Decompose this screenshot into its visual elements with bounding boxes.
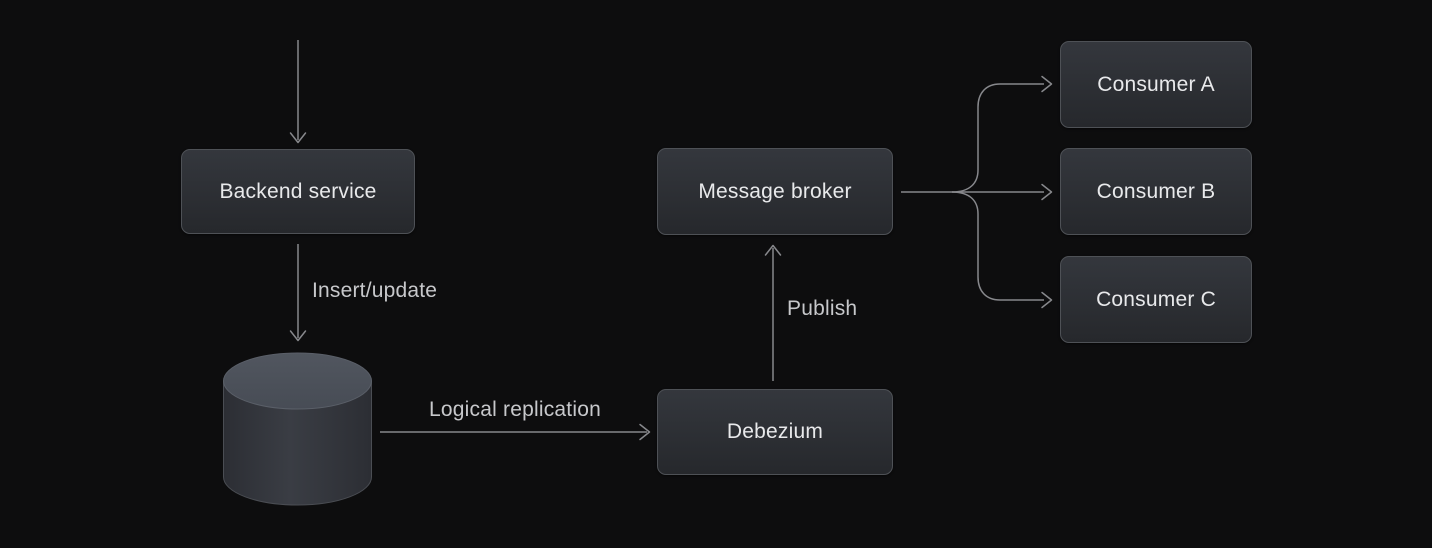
node-message-broker-label: Message broker xyxy=(698,179,852,203)
arrow-debezium-to-broker-icon xyxy=(764,244,782,381)
node-consumer-b: Consumer B xyxy=(1060,148,1252,235)
node-backend-service-label: Backend service xyxy=(219,179,377,203)
arrow-database-to-debezium-icon xyxy=(380,423,651,441)
node-consumer-a: Consumer A xyxy=(1060,41,1252,128)
arrow-broker-to-consumer-a-icon xyxy=(951,75,1053,193)
node-message-broker: Message broker xyxy=(657,148,893,235)
node-consumer-c: Consumer C xyxy=(1060,256,1252,343)
node-debezium: Debezium xyxy=(657,389,893,475)
edge-label-publish: Publish xyxy=(787,297,858,320)
node-debezium-label: Debezium xyxy=(726,420,824,443)
edge-label-logical-replication: Logical replication xyxy=(429,398,601,421)
node-consumer-b-label: Consumer B xyxy=(1096,179,1216,203)
arrow-into-backend-icon xyxy=(289,40,307,144)
arrow-backend-to-database-icon xyxy=(289,244,307,342)
edge-label-insert-update: Insert/update xyxy=(312,279,438,302)
node-consumer-c-label: Consumer C xyxy=(1096,287,1216,311)
node-backend-service: Backend service xyxy=(181,149,415,234)
arrow-broker-to-consumer-c-icon xyxy=(951,191,1053,309)
node-consumer-a-label: Consumer A xyxy=(1097,72,1215,96)
arrow-broker-to-consumer-b-icon xyxy=(901,183,1053,201)
database-icon xyxy=(223,352,372,506)
